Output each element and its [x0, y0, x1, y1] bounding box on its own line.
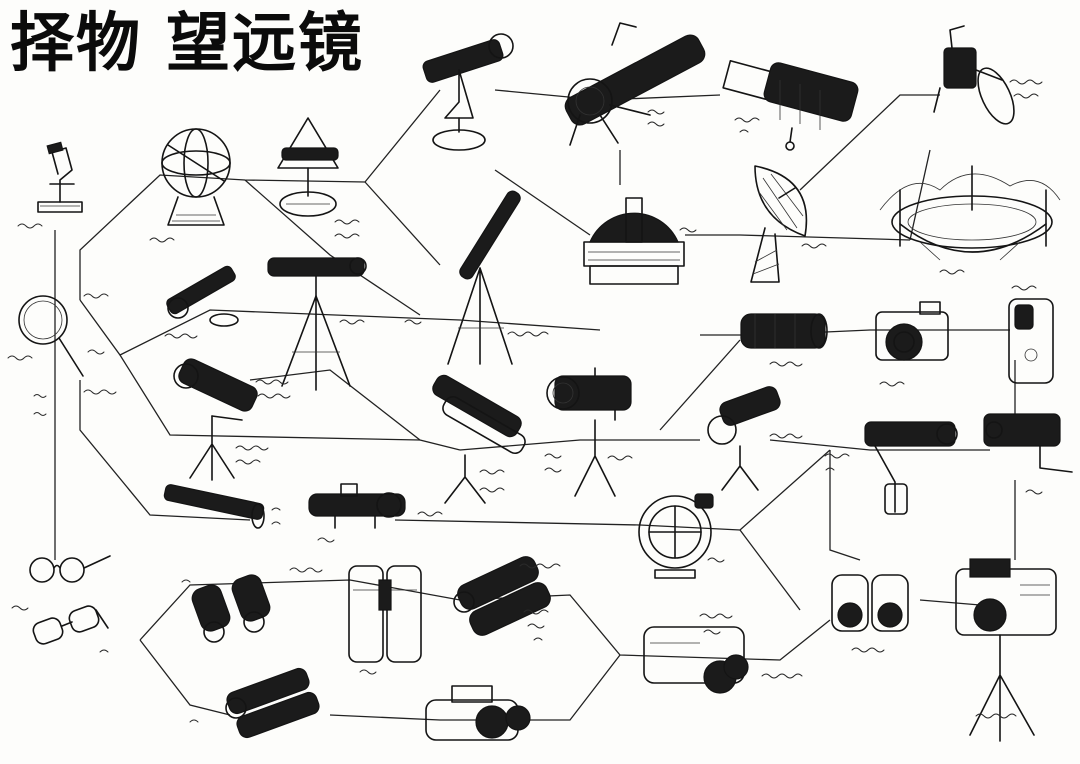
security-camera-icon — [983, 413, 1073, 473]
porro-binoculars-icon — [348, 565, 422, 663]
theodolite-icon — [277, 117, 339, 217]
reticle-sight-icon — [638, 493, 714, 579]
fast-radio-telescope-icon — [879, 165, 1061, 261]
reflecting-telescope-icon — [546, 367, 632, 497]
camera-icon — [875, 301, 949, 361]
radio-dish-icon — [750, 165, 808, 283]
tall-refractor-icon — [447, 190, 521, 365]
page-title: 择物望远镜 — [10, 4, 364, 84]
space-telescope-icon — [722, 59, 859, 151]
scope-with-mount-icon — [308, 483, 406, 529]
rangefinder-icon — [643, 626, 749, 694]
spotting-scope-icon — [740, 313, 828, 349]
wide-binoculars-icon — [831, 574, 909, 632]
title-part-1: 择物 — [10, 7, 142, 81]
mini-binoculars-icon — [225, 667, 320, 739]
roof-binoculars-icon — [453, 556, 551, 636]
title-part-2: 望远镜 — [166, 7, 364, 81]
refractor-on-tripod-icon — [267, 257, 367, 391]
handwritten-label-marks — [7, 79, 1043, 723]
catadioptric-telescope-icon — [173, 358, 258, 481]
observatory-dome-icon — [583, 197, 685, 285]
monocular-scope-icon — [707, 386, 781, 491]
armillary-sphere-icon — [161, 128, 231, 226]
early-refractor-icon — [422, 33, 514, 151]
magnifying-glass-icon — [18, 295, 84, 377]
thermal-imager-on-tripod-icon — [955, 558, 1057, 742]
compact-binoculars-icon — [191, 574, 271, 643]
equatorial-telescope-icon — [564, 22, 706, 146]
connector-lines — [54, 89, 1016, 721]
binocular-telescope-icon — [432, 374, 526, 504]
rifle-scope-icon — [163, 484, 265, 529]
smartphone-icon — [1008, 298, 1054, 384]
microscope-icon — [37, 141, 83, 213]
space-probe-icon — [933, 25, 1015, 125]
periscope-icon — [864, 421, 958, 515]
spyglass-icon — [166, 265, 239, 327]
eyeglasses-icon — [32, 605, 109, 645]
round-spectacles-icon — [29, 555, 111, 583]
night-vision-goggles-icon — [425, 685, 531, 741]
